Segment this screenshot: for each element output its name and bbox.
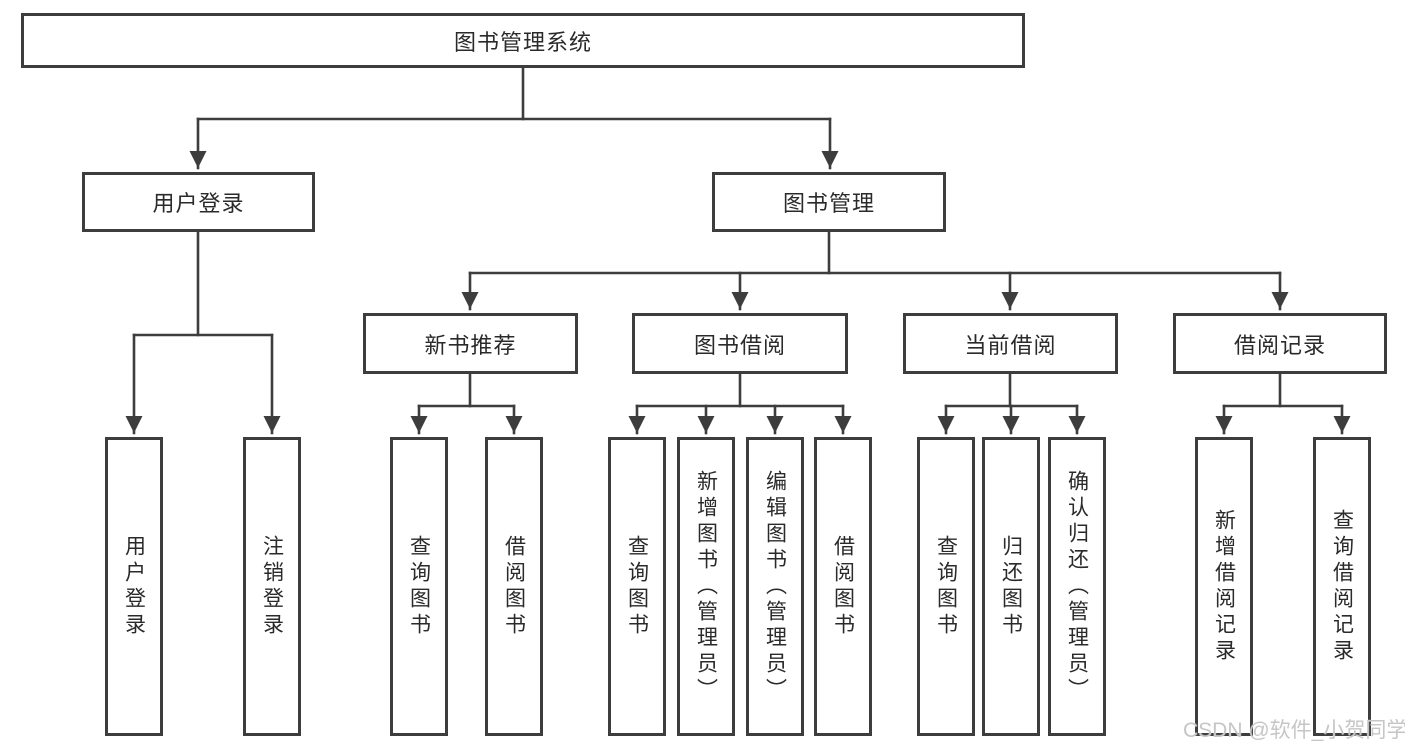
node-current-borrow: 当前借阅: [903, 313, 1118, 374]
node-leaf-query-books-recommend: 查询图书: [390, 437, 448, 736]
leaf-label: 新增图书（管理员）: [694, 469, 718, 704]
node-leaf-user-login: 用户登录: [105, 437, 163, 736]
node-leaf-edit-book-admin: 编辑图书（管理员）: [746, 437, 804, 736]
node-leaf-query-books-borrow: 查询图书: [608, 437, 666, 736]
node-new-book-recommend: 新书推荐: [363, 313, 578, 374]
node-borrow-records: 借阅记录: [1173, 313, 1387, 374]
leaf-label: 查询图书: [625, 534, 649, 639]
node-leaf-add-borrow-record: 新增借阅记录: [1195, 437, 1253, 736]
node-root: 图书管理系统: [21, 13, 1025, 68]
leaf-label: 确认归还（管理员）: [1065, 469, 1089, 704]
csdn-watermark: CSDN @软件_小贺同学: [1183, 719, 1405, 742]
leaf-label: 用户登录: [122, 534, 146, 639]
node-leaf-add-book-admin: 新增图书（管理员）: [677, 437, 735, 736]
leaf-label: 借阅图书: [502, 534, 526, 639]
leaf-label: 查询图书: [407, 534, 431, 639]
leaf-label: 注销登录: [260, 534, 284, 639]
node-leaf-confirm-return-admin: 确认归还（管理员）: [1048, 437, 1106, 736]
node-user-login: 用户登录: [82, 172, 315, 232]
node-book-management: 图书管理: [712, 172, 946, 232]
leaf-label: 编辑图书（管理员）: [763, 469, 787, 704]
node-leaf-borrow-books: 借阅图书: [814, 437, 872, 736]
node-leaf-borrow-books-recommend: 借阅图书: [485, 437, 543, 736]
node-leaf-return-book: 归还图书: [982, 437, 1040, 736]
node-leaf-logout: 注销登录: [243, 437, 301, 736]
node-book-borrow: 图书借阅: [632, 313, 848, 374]
leaf-label: 借阅图书: [831, 534, 855, 639]
leaf-label: 查询借阅记录: [1330, 508, 1354, 665]
leaf-label: 归还图书: [999, 534, 1023, 639]
leaf-label: 新增借阅记录: [1212, 508, 1236, 665]
node-leaf-query-books-current: 查询图书: [917, 437, 975, 736]
leaf-label: 查询图书: [934, 534, 958, 639]
node-leaf-query-borrow-record: 查询借阅记录: [1313, 437, 1371, 736]
